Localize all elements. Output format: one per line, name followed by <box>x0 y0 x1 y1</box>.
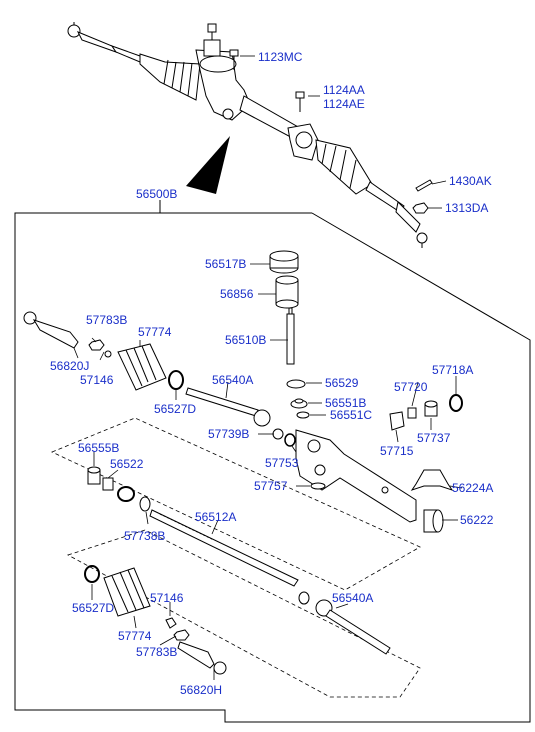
bolt-1123MC <box>229 49 239 70</box>
gear-housing <box>295 429 417 523</box>
part-56512A <box>149 509 299 587</box>
part-57774-top <box>117 343 167 391</box>
label-57774-top: 57774 <box>138 325 172 339</box>
label-57715: 57715 <box>380 444 414 458</box>
label-57146-top: 57146 <box>80 373 114 387</box>
label-56555B: 56555B <box>78 441 119 455</box>
label-56522: 56522 <box>110 457 144 471</box>
label-56820H: 56820H <box>180 683 222 697</box>
part-56540A-bottom <box>315 599 391 655</box>
label-57757: 57757 <box>254 479 288 493</box>
part-56510B <box>286 307 295 365</box>
part-57783B-top <box>88 339 105 351</box>
tie-rod-group-outline <box>66 529 421 698</box>
steering-gear-assembly <box>67 22 428 248</box>
part-56529 <box>286 379 306 389</box>
label-1123MC: 1123MC <box>258 50 303 64</box>
label-56856: 56856 <box>220 287 254 301</box>
part-57737 <box>424 400 438 417</box>
nut-1313DA <box>412 202 429 214</box>
label-56820J: 56820J <box>50 359 89 373</box>
leaders-inner <box>73 263 463 680</box>
label-56500B: 56500B <box>136 187 177 201</box>
inner-rack-group-outline <box>51 417 421 591</box>
assembly-boundary <box>14 212 531 723</box>
part-57738B <box>139 496 151 512</box>
part-57718A <box>449 394 463 412</box>
part-56820J <box>23 311 79 349</box>
label-56517B: 56517B <box>205 257 246 271</box>
part-57715 <box>389 411 405 431</box>
part-56222 <box>423 509 444 533</box>
assembly-arrow <box>186 136 230 194</box>
label-57720: 57720 <box>394 380 428 394</box>
part-57146-bottom <box>165 617 177 629</box>
part-57739B-washer <box>284 433 296 447</box>
label-57718A: 57718A <box>432 363 473 377</box>
part-56522 <box>102 477 114 491</box>
part-56551B <box>290 398 308 409</box>
part-56551C <box>296 411 310 419</box>
label-57774-bottom: 57774 <box>118 629 152 643</box>
label-56529: 56529 <box>325 376 359 390</box>
label-56540A-bottom: 56540A <box>332 591 373 605</box>
bolt-1124AA <box>295 91 305 112</box>
label-57783B-bottom: 57783B <box>136 645 177 659</box>
pin-1430AK <box>415 179 433 192</box>
part-57720 <box>407 407 417 419</box>
part-57783B-bottom <box>173 629 190 641</box>
label-1124AE: 1124AE <box>323 97 365 111</box>
part-56540A-top <box>185 387 271 427</box>
part-56527D-bottom <box>84 565 100 583</box>
label-57738B: 57738B <box>124 529 165 543</box>
label-56224A: 56224A <box>452 481 493 495</box>
label-56222: 56222 <box>460 513 494 527</box>
leaders-top <box>240 55 447 209</box>
part-56820H <box>177 641 227 675</box>
label-1430AK: 1430AK <box>449 174 492 188</box>
label-57783B-top: 57783B <box>86 313 127 327</box>
part-56856 <box>275 275 299 309</box>
label-56540A-top: 56540A <box>212 373 253 387</box>
part-57774-bottom <box>103 567 151 617</box>
label-56512A: 56512A <box>195 510 236 524</box>
part-57739B <box>272 428 284 440</box>
label-56551C: 56551C <box>330 408 372 422</box>
label-57737: 57737 <box>417 431 451 445</box>
part-56555B <box>87 466 101 485</box>
label-1313DA: 1313DA <box>445 201 488 215</box>
label-56510B: 56510B <box>225 333 266 347</box>
part-57757 <box>310 482 326 490</box>
part-56517B <box>269 250 299 274</box>
label-56527D-bottom: 56527D <box>72 601 114 615</box>
label-56527D-top: 56527D <box>154 402 196 416</box>
label-1124AA: 1124AA <box>323 83 365 97</box>
label-56551B: 56551B <box>325 396 366 410</box>
label-57753: 57753 <box>265 456 299 470</box>
label-57739B: 57739B <box>208 427 249 441</box>
label-57146-bottom: 57146 <box>150 591 184 605</box>
part-57146-top <box>104 350 112 358</box>
part-56224A <box>410 469 454 491</box>
part-56527D-top <box>168 370 184 390</box>
rack-washer <box>298 591 310 605</box>
part-56522-ring <box>117 486 135 502</box>
